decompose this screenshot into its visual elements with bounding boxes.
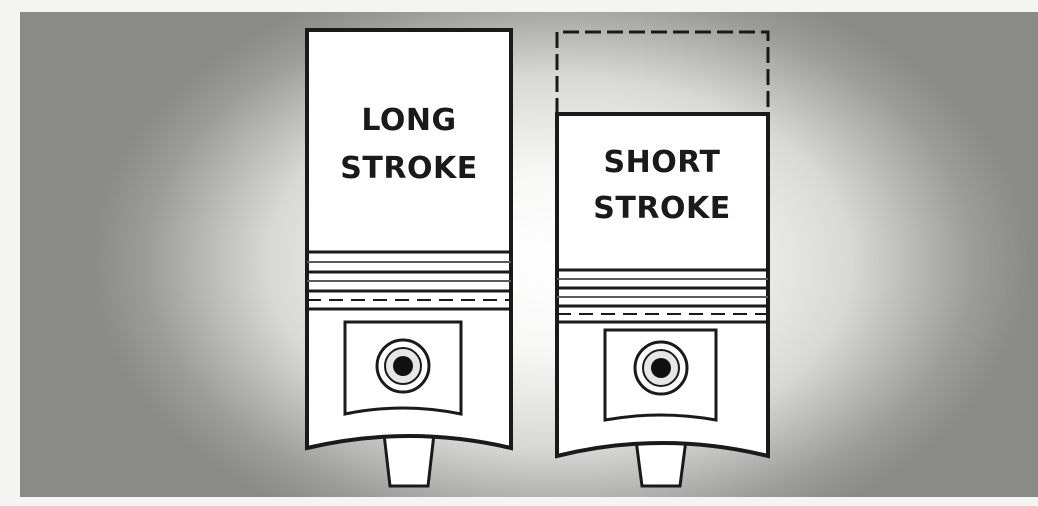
long-stroke-piston: LONG STROKE bbox=[305, 28, 513, 488]
shaded-background-panel bbox=[20, 12, 1038, 497]
long-stroke-connecting-rod bbox=[382, 432, 436, 488]
long-stroke-label-line1: LONG bbox=[361, 103, 456, 138]
short-stroke-piston-rings bbox=[557, 268, 768, 324]
long-stroke-wrist-pin-hole bbox=[393, 356, 413, 376]
short-stroke-piston: SHORT STROKE bbox=[555, 30, 770, 488]
short-stroke-label-line2: STROKE bbox=[593, 191, 730, 226]
long-stroke-piston-rings bbox=[307, 250, 511, 311]
short-stroke-wrist-pin-hole bbox=[651, 358, 671, 378]
short-stroke-connecting-rod bbox=[634, 438, 688, 488]
short-stroke-label-line1: SHORT bbox=[604, 145, 721, 180]
short-stroke-cylinder-outline bbox=[555, 30, 770, 114]
long-stroke-label-line2: STROKE bbox=[340, 151, 477, 186]
